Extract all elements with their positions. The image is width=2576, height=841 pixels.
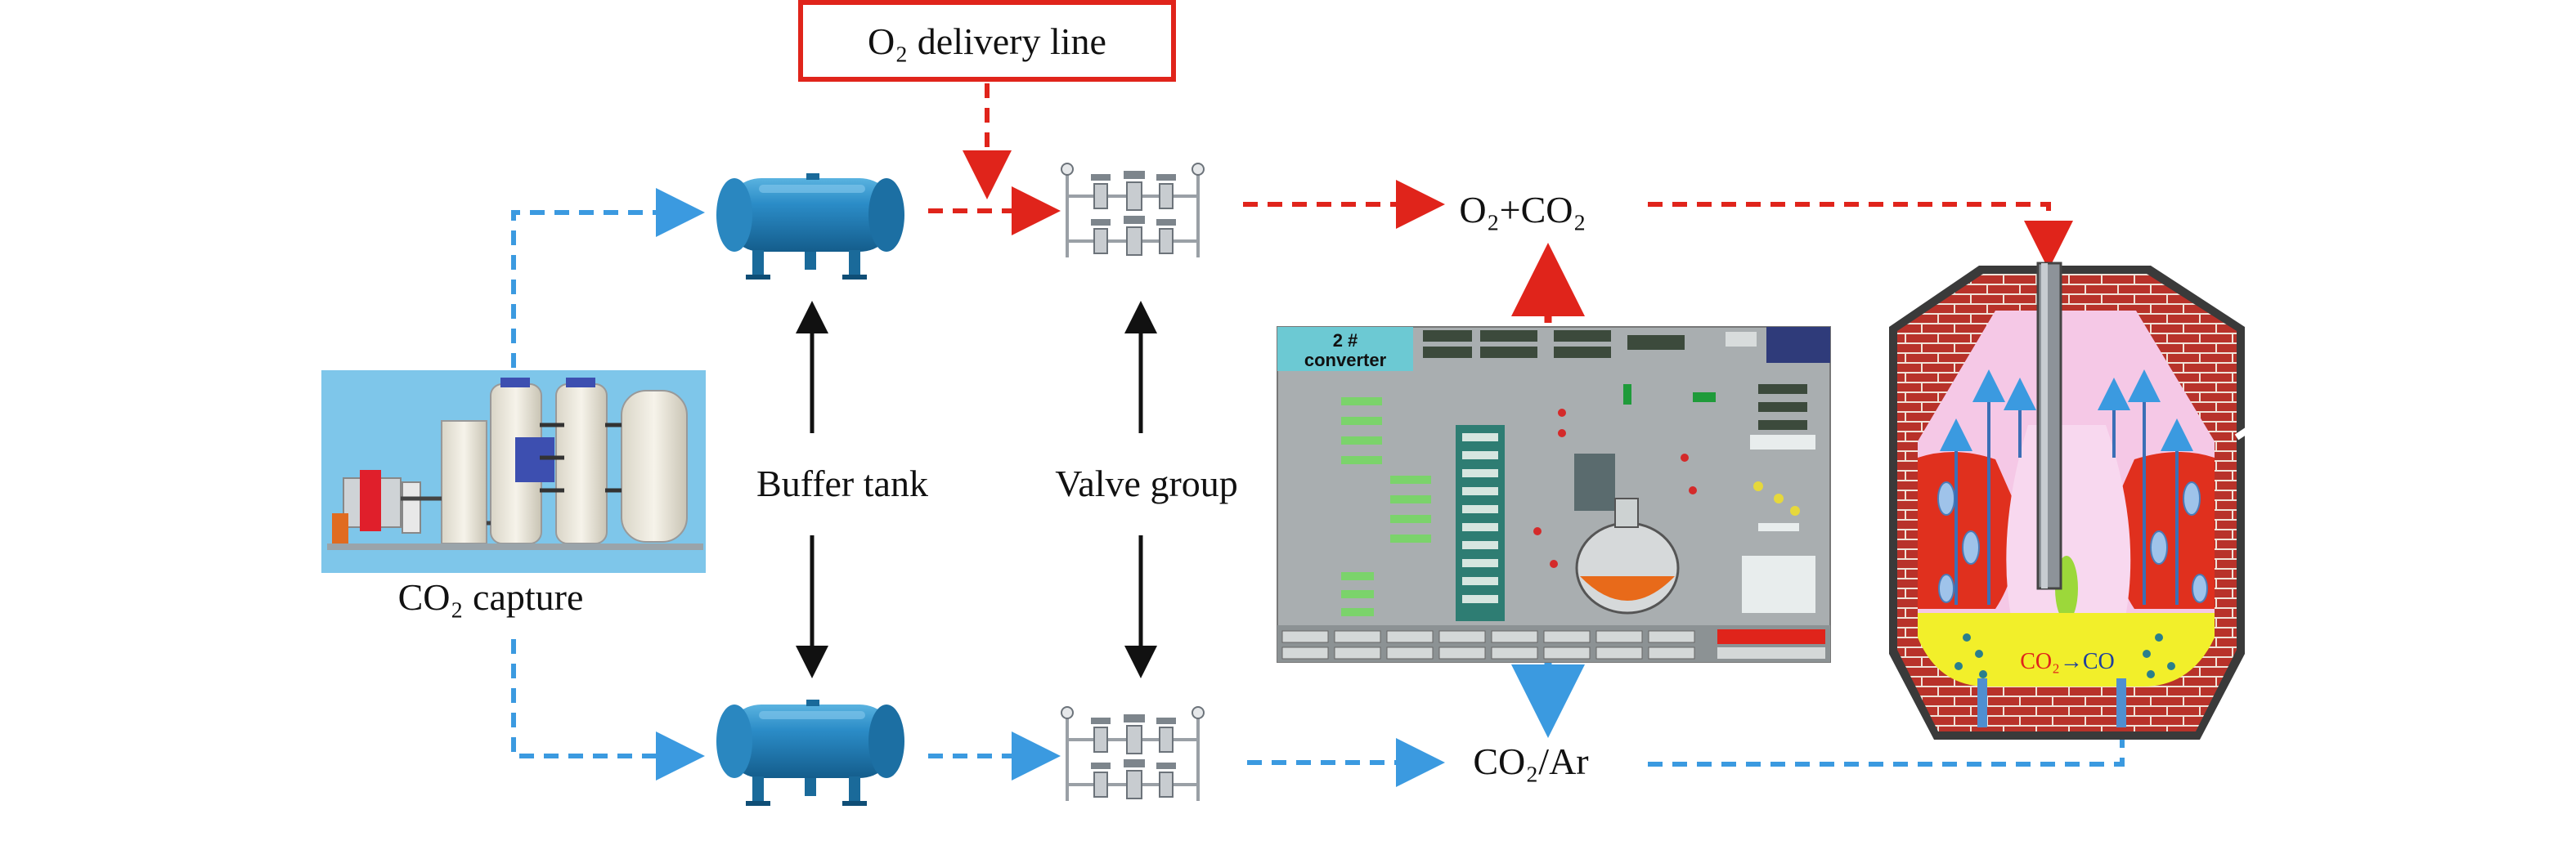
svg-text:O₂+CO₂: O₂+CO₂ bbox=[1459, 189, 1586, 230]
svg-text:Buffer tank: Buffer tank bbox=[756, 463, 928, 504]
buffer-tank-top-icon bbox=[716, 173, 904, 280]
co2-capture-label: CO₂ capture bbox=[398, 576, 584, 618]
svg-text:converter: converter bbox=[1304, 350, 1387, 370]
svg-text:Valve group: Valve group bbox=[1055, 463, 1238, 504]
o2-flow-lines bbox=[928, 83, 2073, 270]
valve-group-top-icon bbox=[1053, 158, 1212, 267]
o2co2-to-lance-line bbox=[1648, 202, 2073, 270]
control-arrows bbox=[796, 301, 1157, 678]
svg-text:O₂ delivery line: O₂ delivery line bbox=[868, 20, 1106, 62]
control-screen-icon: 2 # converter bbox=[1277, 326, 1831, 663]
reaction-co2-text: CO₂ bbox=[2020, 649, 2060, 674]
svg-text:CO₂/Ar: CO₂/Ar bbox=[1473, 740, 1588, 782]
steel-converter-icon bbox=[1889, 262, 2276, 740]
hmi-title-line2: converter bbox=[1304, 350, 1387, 370]
capture-to-top-tank-line bbox=[511, 188, 705, 368]
svg-text:CO₂ capture: CO₂ capture bbox=[398, 576, 584, 618]
o2-co2-label: O₂+CO₂ bbox=[1459, 189, 1586, 230]
o2-delivery-line-box: O₂ delivery line bbox=[798, 0, 1176, 82]
svg-text:2 #: 2 # bbox=[1333, 330, 1358, 351]
valve-group-bottom-icon bbox=[1053, 701, 1212, 811]
co2-ar-label: CO₂/Ar bbox=[1473, 740, 1588, 782]
reaction-label: CO₂→CO bbox=[2020, 649, 2115, 674]
hmi-title-line1: 2 # bbox=[1333, 330, 1358, 351]
capture-to-bottom-tank-line bbox=[511, 639, 705, 781]
buffer-tank-label: Buffer tank bbox=[756, 463, 928, 504]
buffer-tank-bottom-icon bbox=[716, 700, 904, 806]
o2-delivery-line-label: O₂ delivery line bbox=[868, 20, 1106, 62]
co2-capture-unit-icon bbox=[321, 370, 706, 573]
valve-group-label: Valve group bbox=[1055, 463, 1238, 504]
reaction-co-text: →CO bbox=[2060, 649, 2115, 674]
